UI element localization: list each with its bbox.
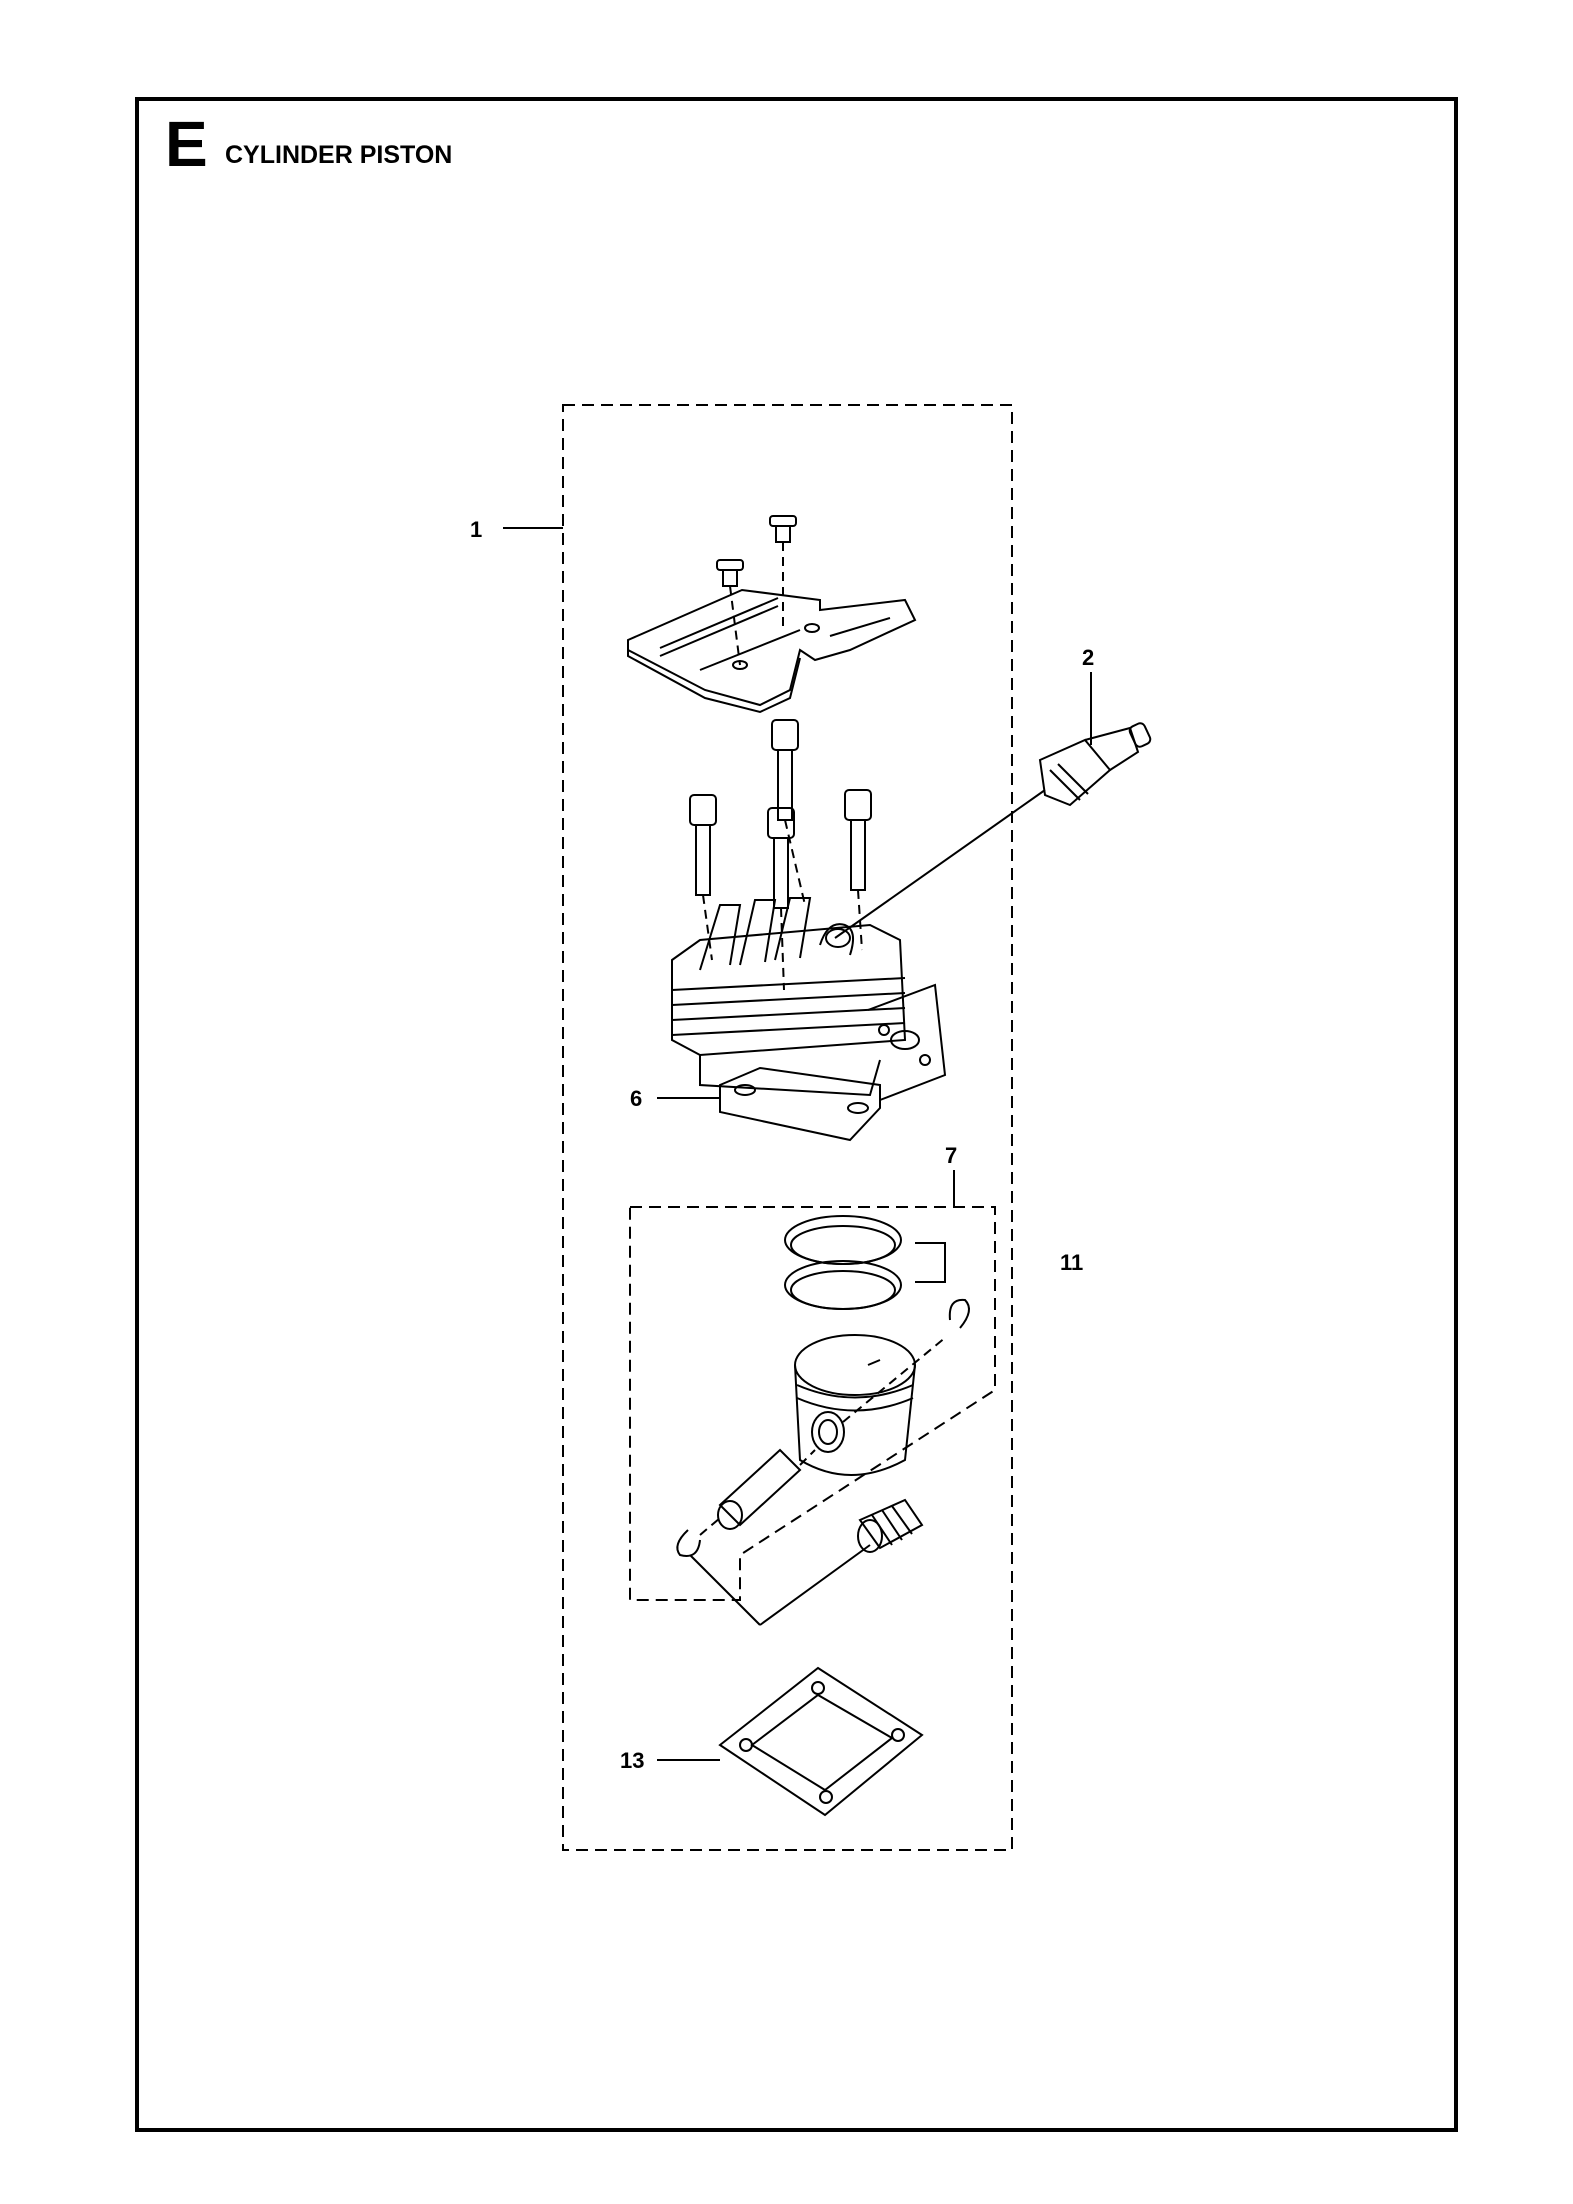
callout-label-2: 2 [1082,645,1094,670]
circlip-left [676,1529,701,1557]
piston-rings [784,1215,902,1310]
callout-label-11: 11 [1060,1250,1083,1275]
leader-line-11 [915,1242,946,1283]
cylinder-bolt-3 [767,807,795,909]
cylinder-bolt-2 [771,719,799,821]
piston [794,1334,947,1476]
heat-shield-plate [627,588,917,714]
cylinder-gasket [718,1666,924,1817]
cylinder-base-flange [719,1066,881,1142]
callout-label-1: 1 [470,517,482,542]
section-letter: E [165,108,208,180]
callout-label-13: 13 [620,1748,644,1773]
callout-label-7: 7 [945,1143,957,1168]
cylinder-bolt-4 [844,789,872,891]
section-title: CYLINDER PISTON [225,141,453,169]
piston-kit-group-outline [629,1206,996,1601]
top-screw-left [716,559,744,587]
piston-pin [717,1448,816,1530]
callout-label-6: 6 [630,1086,642,1111]
circlip-right [948,1298,970,1329]
page-frame [135,97,1458,2132]
spark-plug [834,722,1152,939]
needle-bearing [857,1498,924,1553]
cylinder-bolt-1 [689,794,717,896]
top-screw-right [769,515,797,543]
cylinder [671,897,947,1101]
